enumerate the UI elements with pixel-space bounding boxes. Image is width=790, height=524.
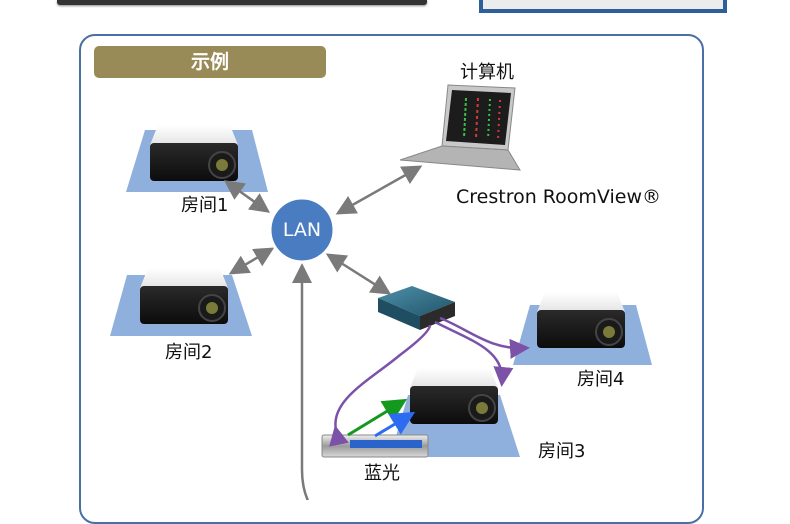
projector-room4 (537, 292, 625, 348)
arrow-switch-room3 (434, 320, 514, 387)
room3-label: 房间3 (538, 441, 586, 462)
room4-label: 房间4 (577, 369, 625, 390)
top-dark-bar (57, 0, 427, 5)
arrow-bluray-switch (329, 324, 432, 447)
laptop-icon (399, 84, 521, 171)
arrow-bluray-room3-blue (374, 411, 416, 438)
computer-label: 计算机 (460, 62, 514, 83)
room1-label: 房间1 (181, 195, 229, 216)
room2-label: 房间2 (165, 342, 213, 363)
top-blue-box (479, 0, 727, 13)
arrow-switch-lan (325, 253, 392, 295)
lan-hub-label: LAN (282, 219, 322, 241)
switch-icon (378, 286, 455, 330)
projector-room3 (410, 368, 498, 424)
arrow-room2-lan (228, 247, 275, 275)
lan-hub (268, 196, 336, 264)
arrow-switch-room4 (439, 316, 530, 359)
projector-room2 (140, 268, 228, 324)
arrow-bottom-lan (292, 263, 312, 500)
arrow-bluray-room3-green (347, 398, 408, 437)
projector-room1 (150, 125, 238, 181)
bluray-player-icon (321, 434, 429, 458)
arrow-room1-lan (223, 180, 271, 213)
network-diagram (110, 84, 652, 500)
bluray-label: 蓝光 (364, 463, 400, 484)
software-label: Crestron RoomView® (456, 186, 661, 208)
arrow-computer-lan (335, 165, 423, 215)
diagram-title: 示例 (94, 46, 326, 78)
